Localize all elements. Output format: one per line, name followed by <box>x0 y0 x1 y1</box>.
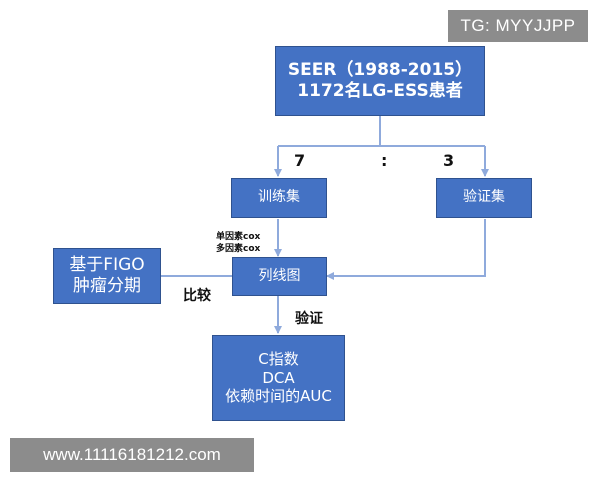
watermark-top: TG: MYYJJPP <box>448 10 588 42</box>
validation-set-box: 验证集 <box>436 178 532 218</box>
watermark-bottom-text: www.11116181212.com <box>43 445 221 464</box>
arrow-valid-nomogram <box>326 219 486 280</box>
univariate-cox-label: 单因素cox <box>216 232 261 242</box>
nomogram-label: 列线图 <box>258 267 301 284</box>
metric-time-auc: 依赖时间的AUC <box>225 387 332 406</box>
metric-dca: DCA <box>262 368 295 387</box>
training-set-label: 训练集 <box>258 189 300 206</box>
ratio-right: 3 <box>443 151 455 170</box>
metric-c-index: C指数 <box>258 349 299 368</box>
compare-label: 比较 <box>183 288 211 304</box>
ratio-separator: : <box>381 151 388 170</box>
source-line2: 1172名LG-ESS患者 <box>297 81 463 101</box>
source-line1: SEER（1988-2015） <box>287 59 473 80</box>
figo-line1: 基于FIGO <box>69 254 145 275</box>
metrics-box: C指数 DCA 依赖时间的AUC <box>212 335 345 421</box>
figo-staging-box: 基于FIGO 肿瘤分期 <box>53 248 161 304</box>
training-set-box: 训练集 <box>231 178 327 218</box>
figo-line2: 肿瘤分期 <box>72 276 141 296</box>
validation-set-label: 验证集 <box>463 189 505 206</box>
nomogram-box: 列线图 <box>232 257 327 296</box>
multivariate-cox-label: 多因素cox <box>216 244 261 254</box>
ratio-left: 7 <box>294 151 306 170</box>
source-cohort-box: SEER（1988-2015） 1172名LG-ESS患者 <box>275 46 485 116</box>
watermark-bottom: www.11116181212.com <box>10 438 254 472</box>
watermark-top-text: TG: MYYJJPP <box>460 16 576 35</box>
validate-label: 验证 <box>295 311 323 327</box>
